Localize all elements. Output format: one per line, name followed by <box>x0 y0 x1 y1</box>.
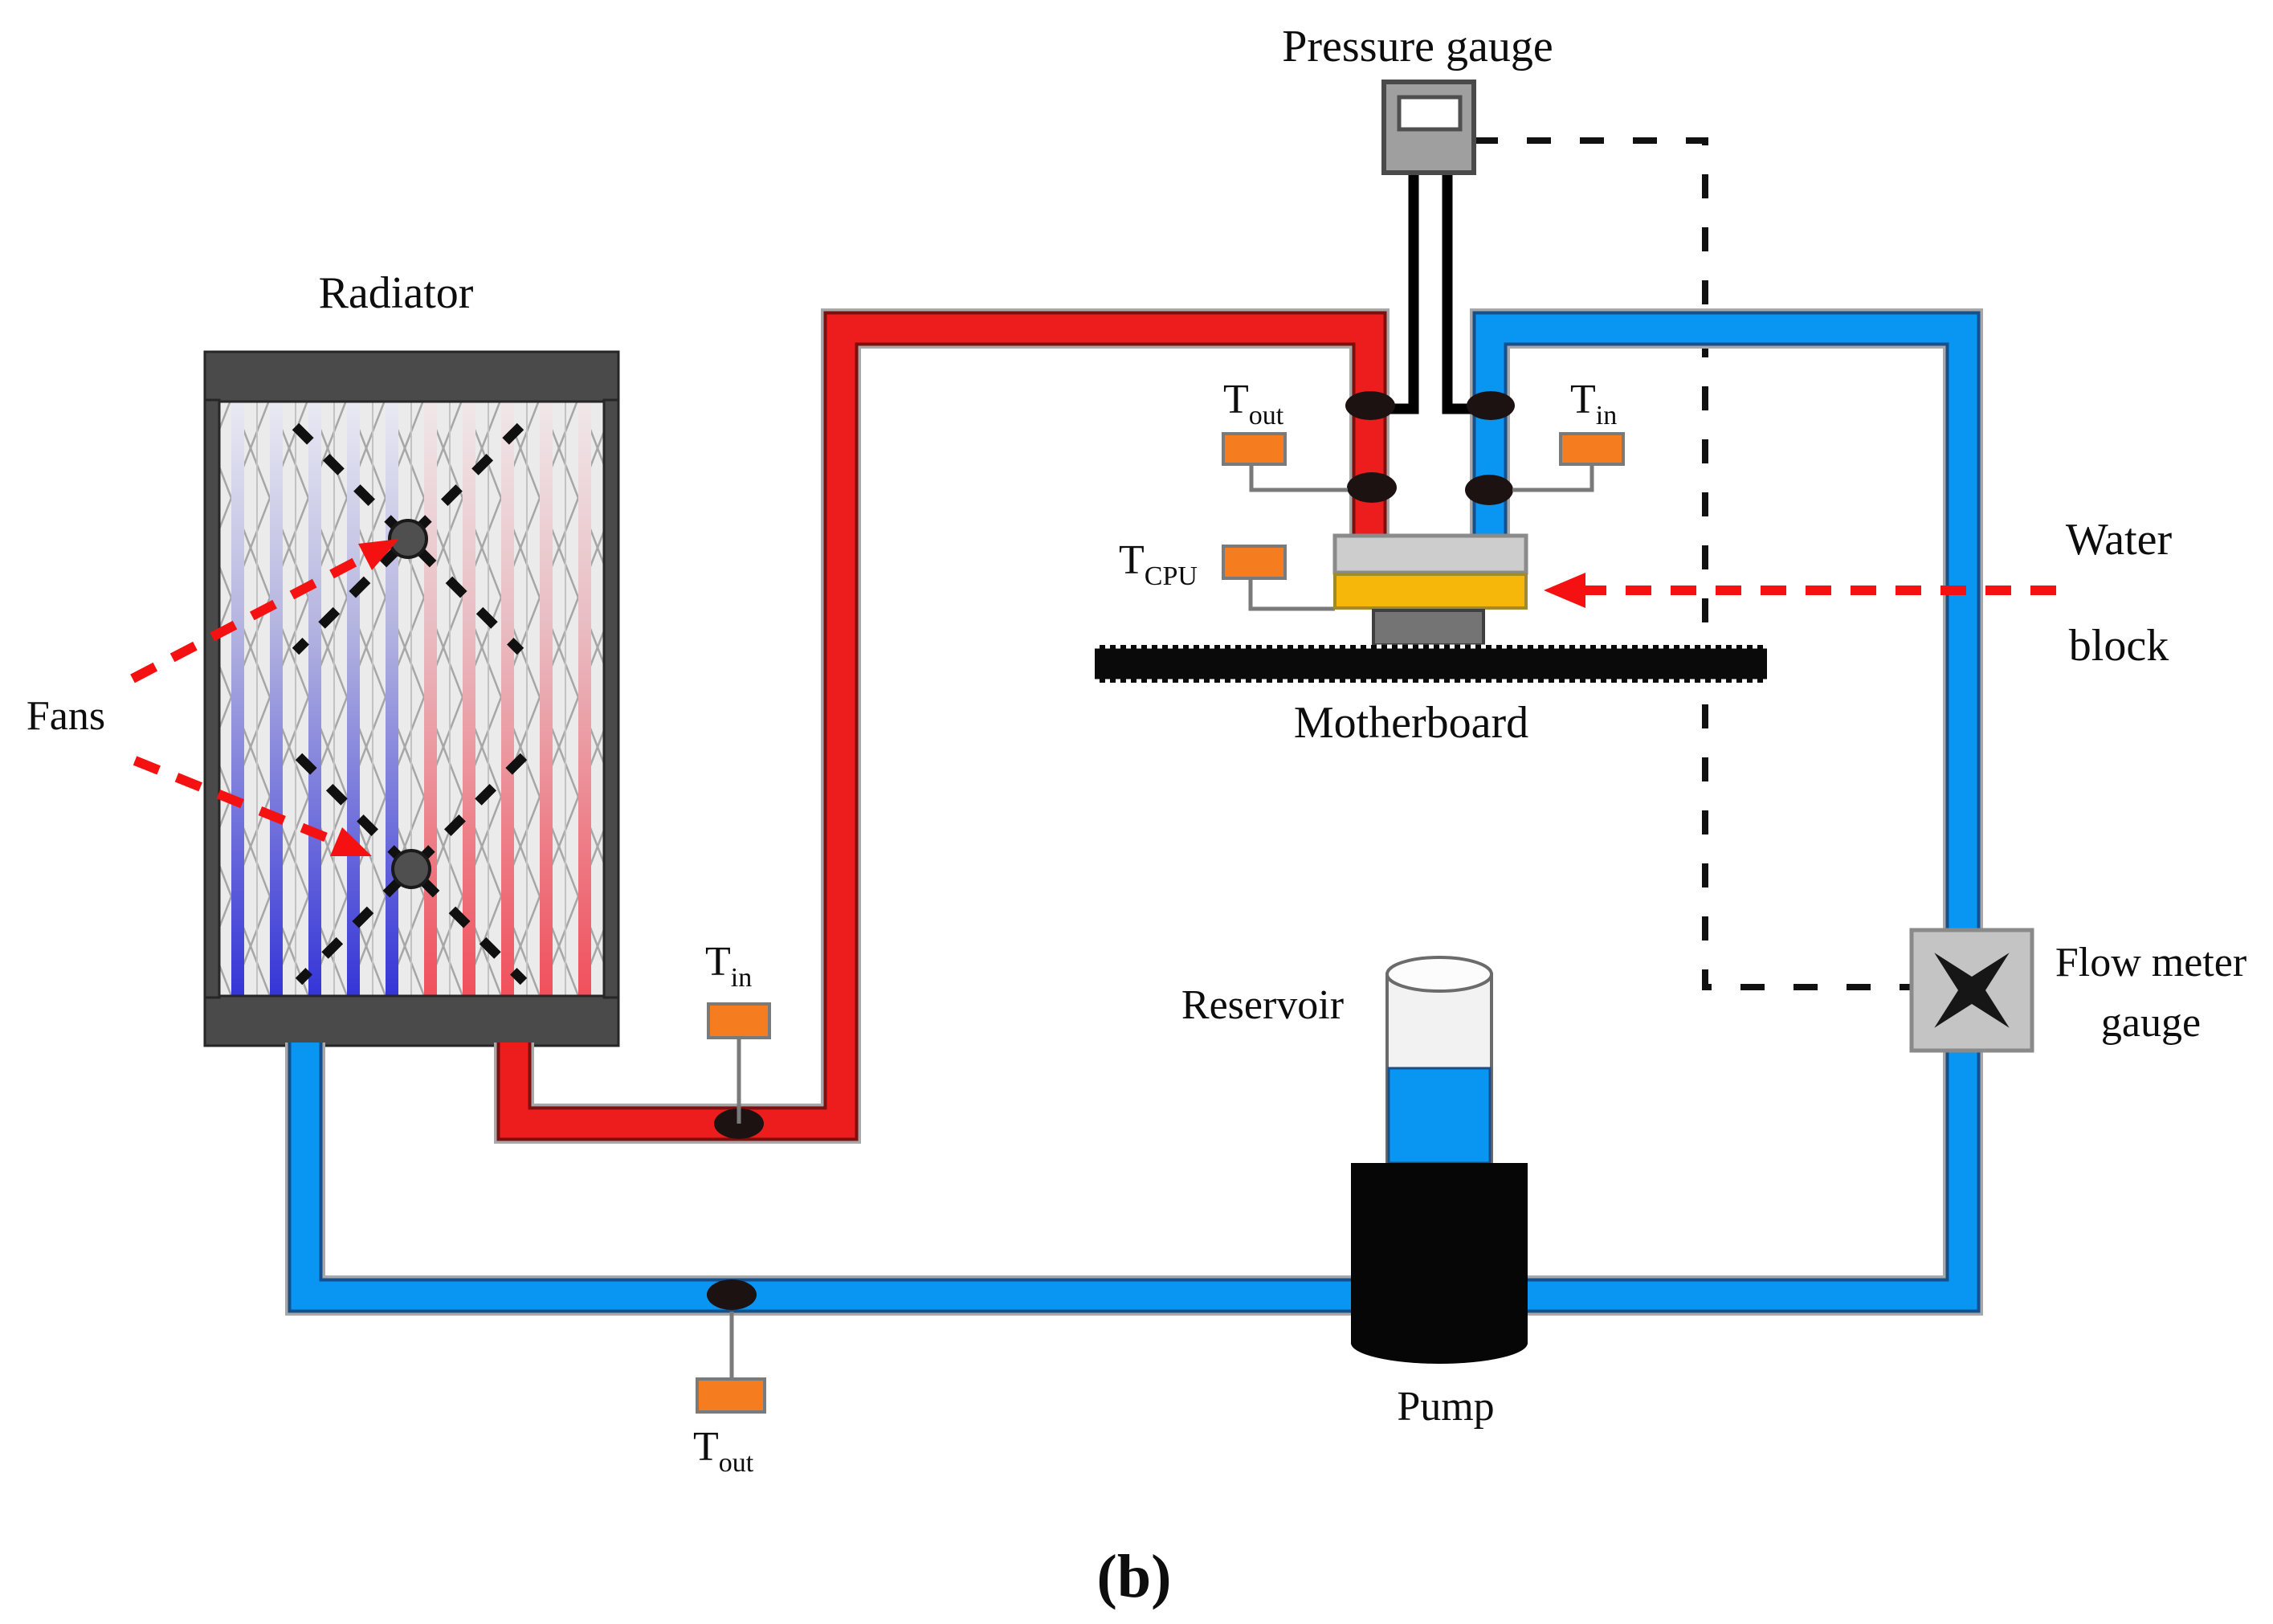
pressure-tap-cold-dot <box>1467 391 1515 420</box>
pump-label: Pump <box>1397 1384 1494 1430</box>
pressure-tap-line-hot <box>1387 173 1419 414</box>
radiator <box>203 350 620 1047</box>
t-out-radiator-label: Tout <box>693 1424 754 1478</box>
motherboard-label: Motherboard <box>1294 698 1528 748</box>
fans-arrow-bottom-line <box>133 756 337 846</box>
water-block-arrow-head-icon <box>1544 573 1585 608</box>
fan-bottom <box>295 753 528 985</box>
labels: Radiator Fans Pressure gauge Water block… <box>27 22 2246 1610</box>
water-block-cold-plate <box>1333 573 1528 610</box>
water-block-top-plate <box>1332 533 1528 575</box>
cold-tubing-loop <box>285 308 1983 1316</box>
fan-top-hub-icon <box>388 519 428 559</box>
t-out-cpu-label: Tout <box>1223 377 1284 430</box>
hot-tubing-loop <box>494 308 1390 1144</box>
t-in-cpu-wire <box>1512 464 1594 492</box>
reservoir-label: Reservoir <box>1181 982 1344 1028</box>
t-out-radiator-tap-dot <box>707 1279 757 1310</box>
t-out-radiator-sensor-icon <box>696 1377 766 1414</box>
pressure-gauge <box>1381 80 1476 414</box>
pressure-gauge-label: Pressure gauge <box>1282 22 1553 71</box>
reservoir-pump <box>1351 956 1528 1364</box>
pressure-gauge-display-icon <box>1397 95 1463 132</box>
cpu-stack <box>1095 533 1767 683</box>
cpu-package <box>1372 609 1485 647</box>
t-cpu-label: TCPU <box>1119 537 1198 591</box>
annotation-arrows <box>130 539 2056 856</box>
fan-bottom-hub-icon <box>391 849 431 889</box>
t-in-cpu-label: Tin <box>1570 377 1617 430</box>
radiator-label: Radiator <box>319 268 474 318</box>
t-out-cpu-wire <box>1249 464 1348 492</box>
reservoir-coolant-level <box>1387 1067 1492 1165</box>
t-in-radiator-label: Tin <box>705 939 752 993</box>
sensor-wires <box>729 464 1594 1379</box>
figure-caption: (b) <box>1097 1543 1172 1610</box>
sensor-bodies <box>696 432 1625 1414</box>
flow-meter-label-line1: Flow meter <box>2055 940 2246 985</box>
flow-meter-gauge <box>1909 928 2034 1053</box>
radiator-right-frame <box>602 398 620 999</box>
motherboard-bar <box>1095 645 1767 683</box>
fan-top <box>292 422 524 655</box>
t-cpu-wire <box>1248 578 1335 611</box>
t-in-cpu-tap-dot <box>1465 475 1513 505</box>
t-cpu-sensor-icon <box>1222 545 1287 580</box>
fans-arrow-top-head-icon <box>358 539 399 570</box>
pump-body <box>1351 1163 1528 1344</box>
radiator-frame <box>203 350 620 1047</box>
pressure-tap-line-cold <box>1442 173 1474 414</box>
t-in-radiator-sensor-icon <box>707 1002 771 1039</box>
radiator-left-frame <box>203 398 221 999</box>
fans-arrow-bottom-head-icon <box>330 827 372 856</box>
water-block-label-line1: Water <box>2066 515 2173 565</box>
flow-meter-label-line2: gauge <box>2101 1000 2201 1046</box>
gauge-signal-dashed-line <box>1474 137 1912 990</box>
water-block-label-line2: block <box>2069 621 2169 671</box>
radiator-bottom-tank <box>203 994 620 1047</box>
fans-label: Fans <box>27 693 105 739</box>
radiator-top-tank <box>203 350 620 403</box>
reservoir-cap-icon <box>1385 956 1493 993</box>
t-out-cpu-tap-dot <box>1347 472 1397 503</box>
fan-top-blades-icon <box>292 422 524 655</box>
flow-meter-rotor-icon <box>1934 953 2010 1028</box>
t-out-cpu-sensor-icon <box>1222 432 1287 466</box>
t-in-cpu-sensor-icon <box>1559 432 1625 466</box>
pressure-tap-hot-dot <box>1345 391 1395 420</box>
flow-meter-body <box>1909 928 2034 1053</box>
fan-bottom-blades-icon <box>295 753 528 985</box>
